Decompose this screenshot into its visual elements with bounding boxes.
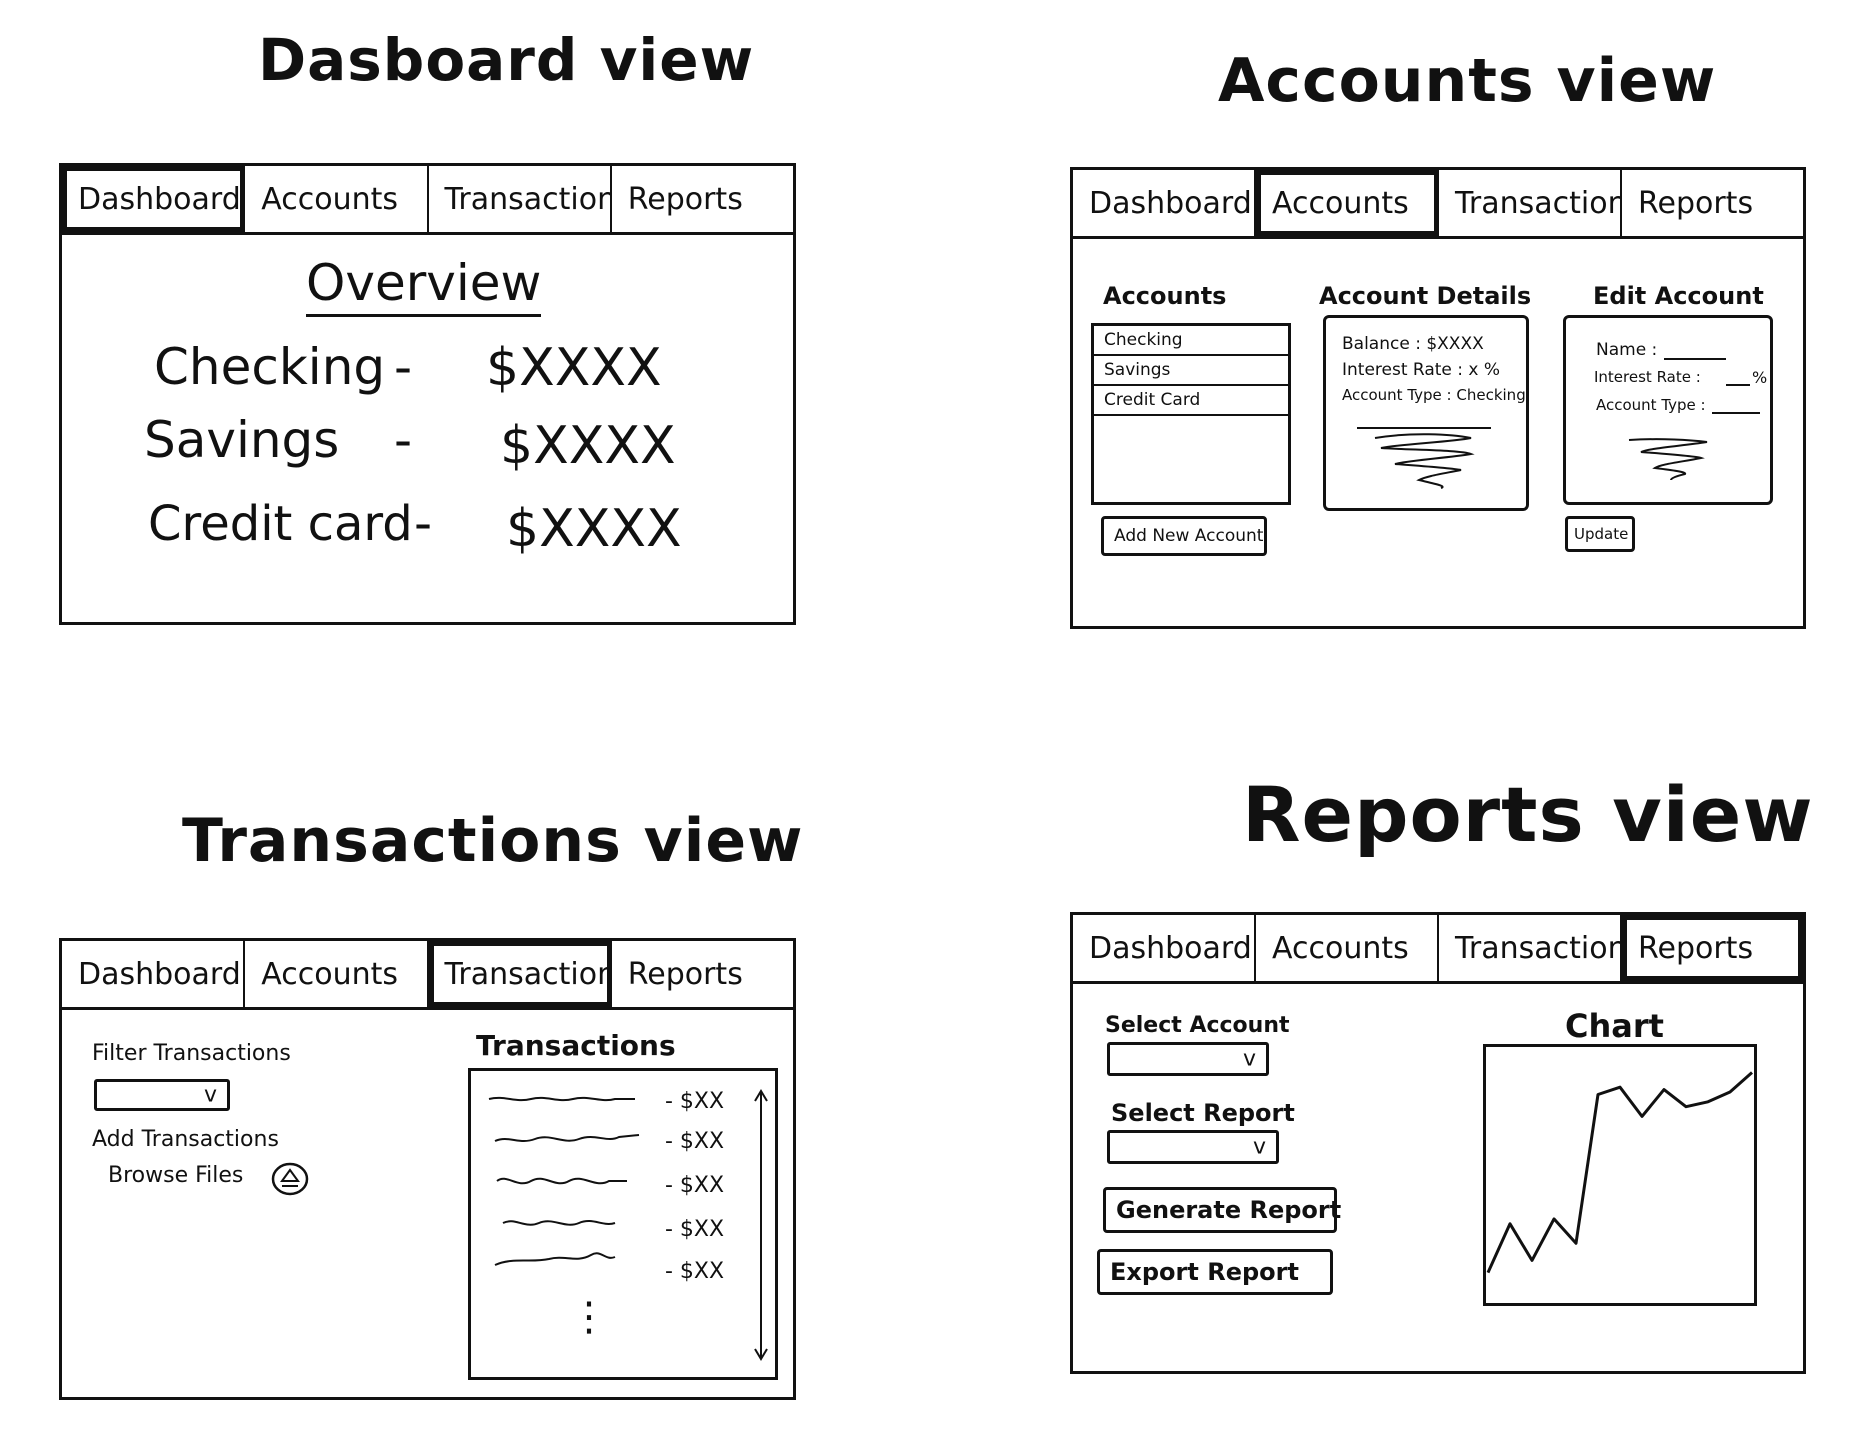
chevron-down-icon: v (1242, 1046, 1256, 1072)
edit-type-label: Account Type : (1596, 396, 1706, 414)
line-chart (1486, 1071, 1753, 1274)
export-report-button[interactable]: Export Report (1097, 1249, 1333, 1295)
more-indicator: ⋮ (569, 1294, 609, 1340)
chart-box (1483, 1044, 1757, 1306)
tab-accounts[interactable]: Accounts (1256, 170, 1439, 236)
filter-transactions-select[interactable]: v (94, 1079, 230, 1111)
overview-heading: Overview (306, 254, 542, 317)
credit-card-label: Credit card (148, 496, 413, 552)
edit-type-field[interactable] (1712, 412, 1760, 414)
add-new-account-button[interactable]: Add New Account (1101, 516, 1267, 556)
transaction-squiggles (488, 1096, 640, 1266)
detail-interest-rate: Interest Rate : x % (1342, 360, 1501, 380)
tab-transactions[interactable]: Transactions (429, 166, 612, 232)
transaction-amount: - $XX (665, 1217, 725, 1242)
transaction-amount: - $XX (665, 1173, 725, 1198)
tab-reports[interactable]: Reports (627, 181, 743, 217)
transaction-amount: - $XX (665, 1129, 725, 1154)
edit-scribble (1628, 438, 1708, 481)
transaction-amount: - $XX (665, 1089, 725, 1114)
detail-balance: Balance : $XXXX (1342, 334, 1484, 354)
chart-series-line (1486, 1071, 1753, 1274)
credit-card-dash: - (414, 494, 433, 552)
savings-dash: - (394, 411, 413, 469)
select-account-label: Select Account (1105, 1013, 1290, 1038)
accounts-list-heading: Accounts (1103, 282, 1227, 310)
account-item-credit-card[interactable]: Credit Card (1094, 386, 1288, 416)
transaction-amount: - $XX (665, 1259, 725, 1284)
dashboard-tab-bar: Dashboard Accounts Transactions Reports (62, 166, 793, 235)
reports-tab-bar: Dashboard Accounts Transactions Reports (1073, 915, 1803, 984)
select-account-dropdown[interactable]: v (1107, 1042, 1269, 1076)
filter-transactions-label: Filter Transactions (92, 1041, 291, 1066)
edit-account-heading: Edit Account (1593, 282, 1764, 310)
generate-report-button[interactable]: Generate Report (1103, 1187, 1341, 1233)
update-button[interactable]: Update (1565, 516, 1635, 552)
detail-account-type: Account Type : Checking (1342, 386, 1526, 404)
edit-interest-field[interactable] (1726, 384, 1750, 386)
edit-interest-label: Interest Rate : (1594, 368, 1701, 386)
tab-reports[interactable]: Reports (1638, 185, 1754, 221)
transactions-frame: Dashboard Accounts Transactions Reports … (59, 938, 796, 1400)
credit-card-value: $XXXX (506, 499, 682, 559)
accounts-list: Checking Savings Credit Card (1091, 323, 1291, 505)
tab-accounts[interactable]: Accounts (245, 166, 429, 232)
select-report-dropdown[interactable]: v (1107, 1130, 1279, 1164)
select-report-label: Select Report (1111, 1099, 1295, 1127)
account-item-savings[interactable]: Savings (1094, 356, 1288, 386)
browse-files-link[interactable]: Browse Files (108, 1163, 244, 1188)
transactions-tab-bar: Dashboard Accounts Transactions Reports (62, 941, 793, 1010)
reports-view-title: Reports view (1242, 770, 1814, 859)
chart-heading: Chart (1565, 1007, 1664, 1045)
transactions-view-title: Transactions view (182, 806, 804, 876)
checking-label: Checking (154, 338, 386, 396)
tab-transactions[interactable]: Transactions (1439, 170, 1622, 236)
savings-label: Savings (144, 411, 340, 469)
tab-reports[interactable]: Reports (1622, 915, 1803, 981)
account-item-checking[interactable]: Checking (1094, 326, 1288, 356)
accounts-view-title: Accounts view (1218, 46, 1717, 116)
tab-dashboard[interactable]: Dashboard (1073, 915, 1256, 981)
add-transactions-label: Add Transactions (92, 1127, 279, 1152)
transactions-list-heading: Transactions (476, 1029, 676, 1062)
savings-value: $XXXX (500, 416, 676, 476)
account-details-heading: Account Details (1319, 282, 1532, 310)
transactions-list: - $XX - $XX - $XX - $XX - $XX ⋮ (468, 1068, 778, 1380)
accounts-tab-bar: Dashboard Accounts Transactions Reports (1073, 170, 1803, 239)
scroll-arrow-icon[interactable] (751, 1087, 771, 1363)
checking-dash: - (394, 338, 413, 396)
checking-value: $XXXX (486, 338, 662, 398)
tab-transactions[interactable]: Transactions (428, 941, 612, 1007)
edit-name-label: Name : (1596, 340, 1658, 360)
chevron-down-icon: v (203, 1082, 217, 1108)
tab-reports[interactable]: Reports (627, 956, 743, 992)
edit-name-field[interactable] (1664, 358, 1726, 360)
accounts-frame: Dashboard Accounts Transactions Reports … (1070, 167, 1806, 629)
tab-dashboard[interactable]: Dashboard (1073, 170, 1256, 236)
tab-accounts[interactable]: Accounts (245, 941, 429, 1007)
edit-account-panel: Name : Interest Rate : % Account Type : (1563, 315, 1773, 505)
dashboard-view-title: Dasboard view (258, 26, 755, 94)
dashboard-frame: Dashboard Accounts Transactions Reports … (59, 163, 796, 625)
tab-transactions[interactable]: Transactions (1439, 915, 1622, 981)
tab-dashboard[interactable]: Dashboard (62, 941, 246, 1007)
details-scribble (1357, 427, 1491, 489)
chevron-down-icon: v (1252, 1134, 1266, 1160)
upload-icon[interactable] (270, 1161, 310, 1197)
tab-accounts[interactable]: Accounts (1256, 915, 1439, 981)
tab-dashboard[interactable]: Dashboard (62, 166, 246, 232)
reports-frame: Dashboard Accounts Transactions Reports … (1070, 912, 1806, 1374)
edit-interest-unit: % (1752, 368, 1768, 387)
